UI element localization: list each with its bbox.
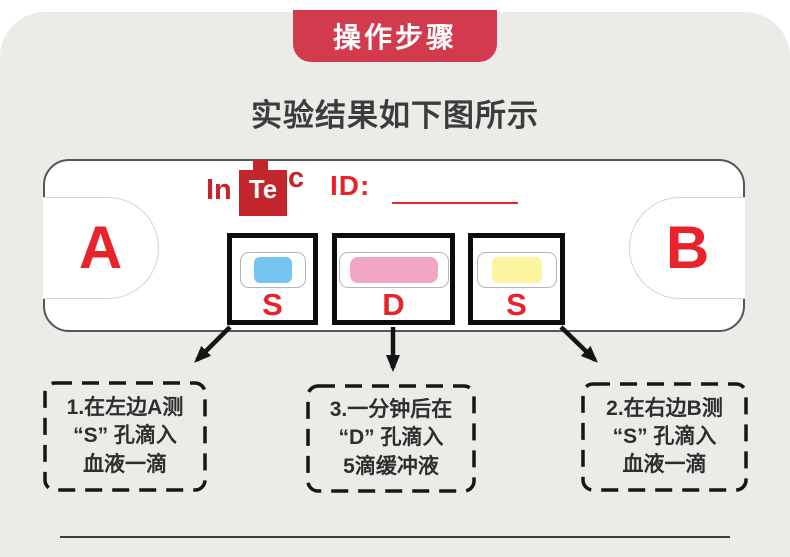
step-box-1: 1.在左边A测 “S” 孔滴入 血液一滴 <box>43 381 207 492</box>
step-line: 3.一分钟后在 <box>329 398 453 422</box>
step-line: 5滴缓冲液 <box>343 454 439 478</box>
step-line: “S” 孔滴入 <box>73 424 177 448</box>
well-s-right-port <box>476 252 557 288</box>
well-s-left: S <box>227 233 318 325</box>
step-box-2-border <box>581 382 748 492</box>
test-b-label: B <box>665 214 710 281</box>
well-d-center: D <box>332 233 455 325</box>
well-s-right-label: S <box>506 287 527 322</box>
id-label: ID: <box>330 170 371 201</box>
well-s-right-swatch <box>491 257 542 283</box>
footer-divider <box>60 536 730 538</box>
well-d-center-label: D <box>382 287 405 322</box>
step-line: “S” 孔滴入 <box>612 424 717 448</box>
intec-logo: In Te c <box>206 160 310 218</box>
step-box-1-border <box>43 381 207 492</box>
step-line: 1.在左边A测 <box>66 396 184 420</box>
well-s-left-swatch <box>253 257 292 283</box>
step-box-3: 3.一分钟后在 “D” 孔滴入 5滴缓冲液 <box>306 384 476 493</box>
step-box-2-text: 2.在右边B测 “S” 孔滴入 血液一滴 <box>581 382 748 492</box>
logo-part-in: In <box>206 174 232 206</box>
logo-part-te: Te <box>248 174 278 204</box>
well-d-center-port <box>338 252 449 288</box>
well-s-right: S <box>468 233 565 325</box>
well-s-left-port <box>239 252 306 288</box>
section-title: 实验结果如下图所示 <box>251 98 539 133</box>
step-box-2: 2.在右边B测 “S” 孔滴入 血液一滴 <box>581 382 748 492</box>
header-ribbon-label: 操作步骤 <box>332 22 457 53</box>
step-line: 2.在右边B测 <box>606 396 723 420</box>
cassette-left-end: A <box>43 197 159 299</box>
step-box-3-border <box>306 384 476 493</box>
well-s-left-label: S <box>262 287 283 322</box>
step-box-1-text: 1.在左边A测 “S” 孔滴入 血液一滴 <box>43 381 207 492</box>
header-ribbon: 操作步骤 <box>293 10 497 62</box>
cassette-right-end: B <box>629 197 745 299</box>
step-line: 血液一滴 <box>83 452 167 476</box>
well-d-center-swatch <box>349 257 438 283</box>
id-write-line <box>392 202 518 204</box>
logo-part-c: c <box>288 162 305 194</box>
step-line: 血液一滴 <box>622 453 707 477</box>
step-box-3-text: 3.一分钟后在 “D” 孔滴入 5滴缓冲液 <box>306 384 476 493</box>
step-line: “D” 孔滴入 <box>338 426 444 450</box>
logo-block: Te <box>239 170 287 216</box>
test-a-label: A <box>78 214 123 281</box>
